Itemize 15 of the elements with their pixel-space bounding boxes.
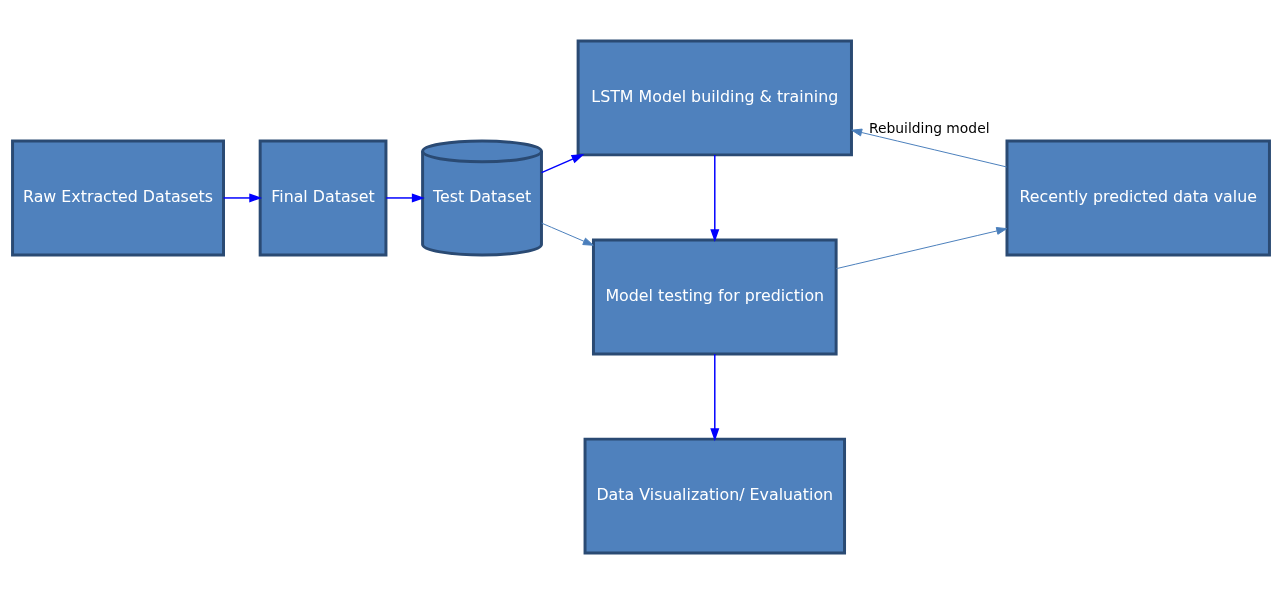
edge-label: Rebuilding model — [868, 119, 990, 136]
node-box: Model testing for prediction — [591, 238, 838, 356]
arrow — [710, 353, 720, 442]
node-box: LSTM Model building & training — [576, 39, 853, 157]
arrow — [540, 154, 585, 174]
arrow — [851, 128, 1008, 168]
arrow — [222, 193, 263, 203]
node-box: Final Dataset — [258, 139, 388, 257]
node-box: Recently predicted data value — [1005, 139, 1271, 257]
arrow — [835, 227, 1008, 270]
node-box: Data Visualization/ Evaluation — [583, 437, 847, 555]
node-box: Raw Extracted Datasets — [11, 139, 225, 257]
arrow — [710, 154, 720, 243]
arrow — [385, 193, 425, 203]
arrow — [541, 222, 594, 246]
